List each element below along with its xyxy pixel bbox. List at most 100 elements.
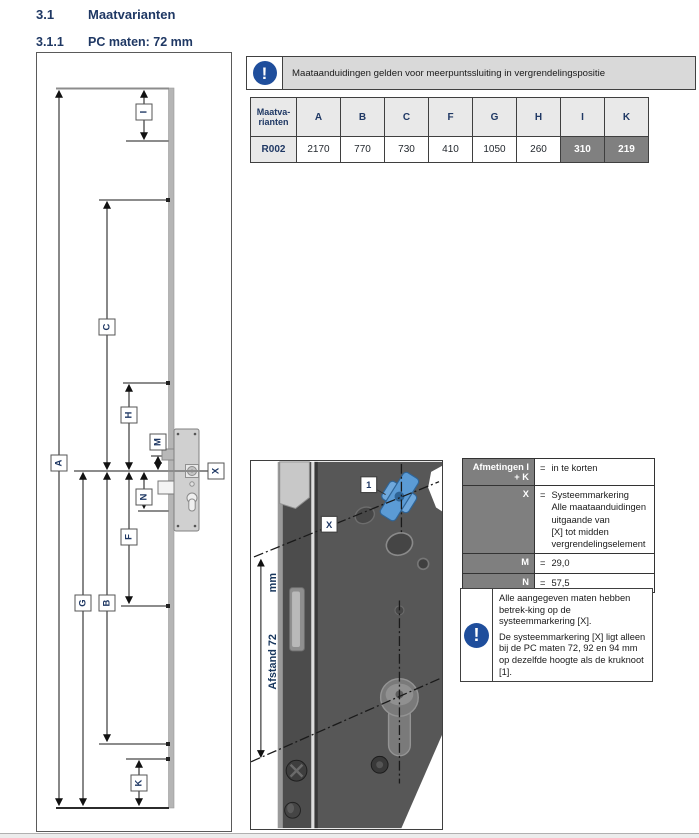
value-C: 730 xyxy=(384,136,429,163)
body-hole-right xyxy=(416,557,430,571)
col-header-F: F xyxy=(428,97,473,137)
legend-value-ik: in te korten xyxy=(551,463,598,473)
value-F: 410 xyxy=(428,136,473,163)
section-heading: 3.1 Maatvarianten xyxy=(36,7,175,22)
dim-label-F: F xyxy=(120,528,138,546)
svg-text:X: X xyxy=(326,519,333,530)
value-H: 260 xyxy=(516,136,561,163)
reference-lines xyxy=(56,87,169,760)
center-lines xyxy=(251,463,442,784)
value-G: 1050 xyxy=(472,136,517,163)
subsection-title: PC maten: 72 mm xyxy=(88,35,193,49)
notice-text: Alle aangegeven maten hebben betrek-king… xyxy=(493,589,652,682)
dim-label-C: C xyxy=(98,318,116,336)
equals-sign: = xyxy=(540,558,546,569)
svg-text:B: B xyxy=(102,599,113,606)
dimension-table: Maatva- rianten A B C F G H I K R002 217… xyxy=(250,97,649,163)
strip-ticks xyxy=(166,198,170,761)
svg-text:I: I xyxy=(139,111,150,114)
dim-label-K: K xyxy=(130,774,148,792)
notice-text: Maataanduidingen gelden voor meerpuntssl… xyxy=(283,57,695,89)
svg-text:N: N xyxy=(139,493,150,500)
value-K: 219 xyxy=(604,136,649,163)
svg-text:X: X xyxy=(211,467,222,474)
value-A: 2170 xyxy=(296,136,341,163)
col-header-H: H xyxy=(516,97,561,137)
kruknoot-blue-part xyxy=(379,471,420,522)
dim-label-A: A xyxy=(50,454,68,472)
value-I: 310 xyxy=(560,136,605,163)
notice-measurements: ! Maataanduidingen gelden voor meerpunts… xyxy=(246,56,696,90)
legend-key-n: N xyxy=(463,573,535,592)
table-header-row: Maatva- rianten A B C F G H I K xyxy=(250,97,649,137)
page-bottom-edge xyxy=(0,833,699,838)
legend-row-n: N = 57,5 xyxy=(463,573,654,592)
dim-label-M: M xyxy=(149,433,167,451)
legend-value-x: Systeemmarkering Alle maataanduidingen u… xyxy=(551,490,647,550)
svg-text:H: H xyxy=(124,411,135,418)
legend-row-m: M = 29,0 xyxy=(463,554,654,574)
marker-system-x: X xyxy=(320,515,338,533)
notice-icon-panel: ! xyxy=(247,57,283,89)
col-header-A: A xyxy=(296,97,341,137)
notice-paragraph-2: De systeemmarkering [X] ligt alleen bij … xyxy=(499,631,646,677)
dim-label-G: G xyxy=(74,594,92,612)
col-header-K: K xyxy=(604,97,649,137)
dim-label-N: N xyxy=(135,488,153,506)
lock-dimension-drawing: A G C B H F I N M K X xyxy=(36,52,232,832)
afstand-value-label: Afstand 72 xyxy=(267,634,279,690)
col-header-G: G xyxy=(472,97,517,137)
legend-key-m: M xyxy=(463,554,535,573)
body-hole-small xyxy=(354,506,376,525)
legend-table: Afmetingen I + K =in te korten X =Systee… xyxy=(462,458,655,593)
dim-label-I: I xyxy=(135,103,153,121)
subsection-number: 3.1.1 xyxy=(36,35,64,49)
notice-paragraph-1: Alle aangegeven maten hebben betrek-king… xyxy=(499,593,631,627)
col-header-B: B xyxy=(340,97,385,137)
mandatory-exclamation-icon: ! xyxy=(252,61,277,85)
dimension-labels: A G C B H F I N M K X xyxy=(50,103,225,792)
row-id: R002 xyxy=(250,136,297,163)
legend-key-x: X xyxy=(463,486,535,554)
equals-sign: = xyxy=(540,577,546,588)
svg-text:1: 1 xyxy=(366,479,371,490)
lock-detail-rendering: mm Afstand 72 X 1 xyxy=(250,460,443,830)
legend-row-x: X =Systeemmarkering Alle maataanduidinge… xyxy=(463,486,654,555)
svg-text:M: M xyxy=(153,438,164,446)
dimension-drawing-svg: A G C B H F I N M K X xyxy=(50,87,225,809)
dim-label-H: H xyxy=(120,406,138,424)
dimension-lines xyxy=(55,89,162,807)
legend-row-ik: Afmetingen I + K = in te korten xyxy=(463,459,654,486)
svg-text:A: A xyxy=(54,459,65,466)
section-number: 3.1 xyxy=(36,7,55,22)
col-header-I: I xyxy=(560,97,605,137)
legend-key-ik: Afmetingen I + K xyxy=(463,459,535,485)
section-title: Maatvarianten xyxy=(88,7,176,22)
legend-value-m: 29,0 xyxy=(551,558,570,569)
marker-kruknoot-1: 1 xyxy=(360,476,378,494)
svg-text:C: C xyxy=(102,323,113,330)
svg-text:K: K xyxy=(134,779,145,786)
table-row: R002 2170 770 730 410 1050 260 310 219 xyxy=(250,136,649,163)
value-B: 770 xyxy=(340,136,385,163)
dim-label-B: B xyxy=(98,594,116,612)
dim-label-X: X xyxy=(207,462,225,480)
subsection-heading: 3.1.1 PC maten: 72 mm xyxy=(36,35,193,49)
latch-bolt xyxy=(161,448,175,461)
body-hole-large xyxy=(385,532,414,557)
faceplate-strip xyxy=(168,87,175,809)
mandatory-exclamation-icon: ! xyxy=(464,622,489,648)
svg-text:G: G xyxy=(78,599,89,606)
lock-render-svg: mm Afstand 72 X 1 xyxy=(251,461,442,829)
notice-icon-panel: ! xyxy=(461,589,493,682)
svg-text:F: F xyxy=(124,534,135,540)
dead-bolt xyxy=(157,480,175,495)
case-body xyxy=(173,428,200,532)
equals-sign: = xyxy=(540,463,546,473)
col-header-C: C xyxy=(384,97,429,137)
faceplate-edge xyxy=(277,461,315,829)
legend-value-n: 57,5 xyxy=(551,577,570,588)
col-header-variants: Maatva- rianten xyxy=(250,97,297,137)
notice-system-marking: ! Alle aangegeven maten hebben betrek-ki… xyxy=(460,588,653,683)
